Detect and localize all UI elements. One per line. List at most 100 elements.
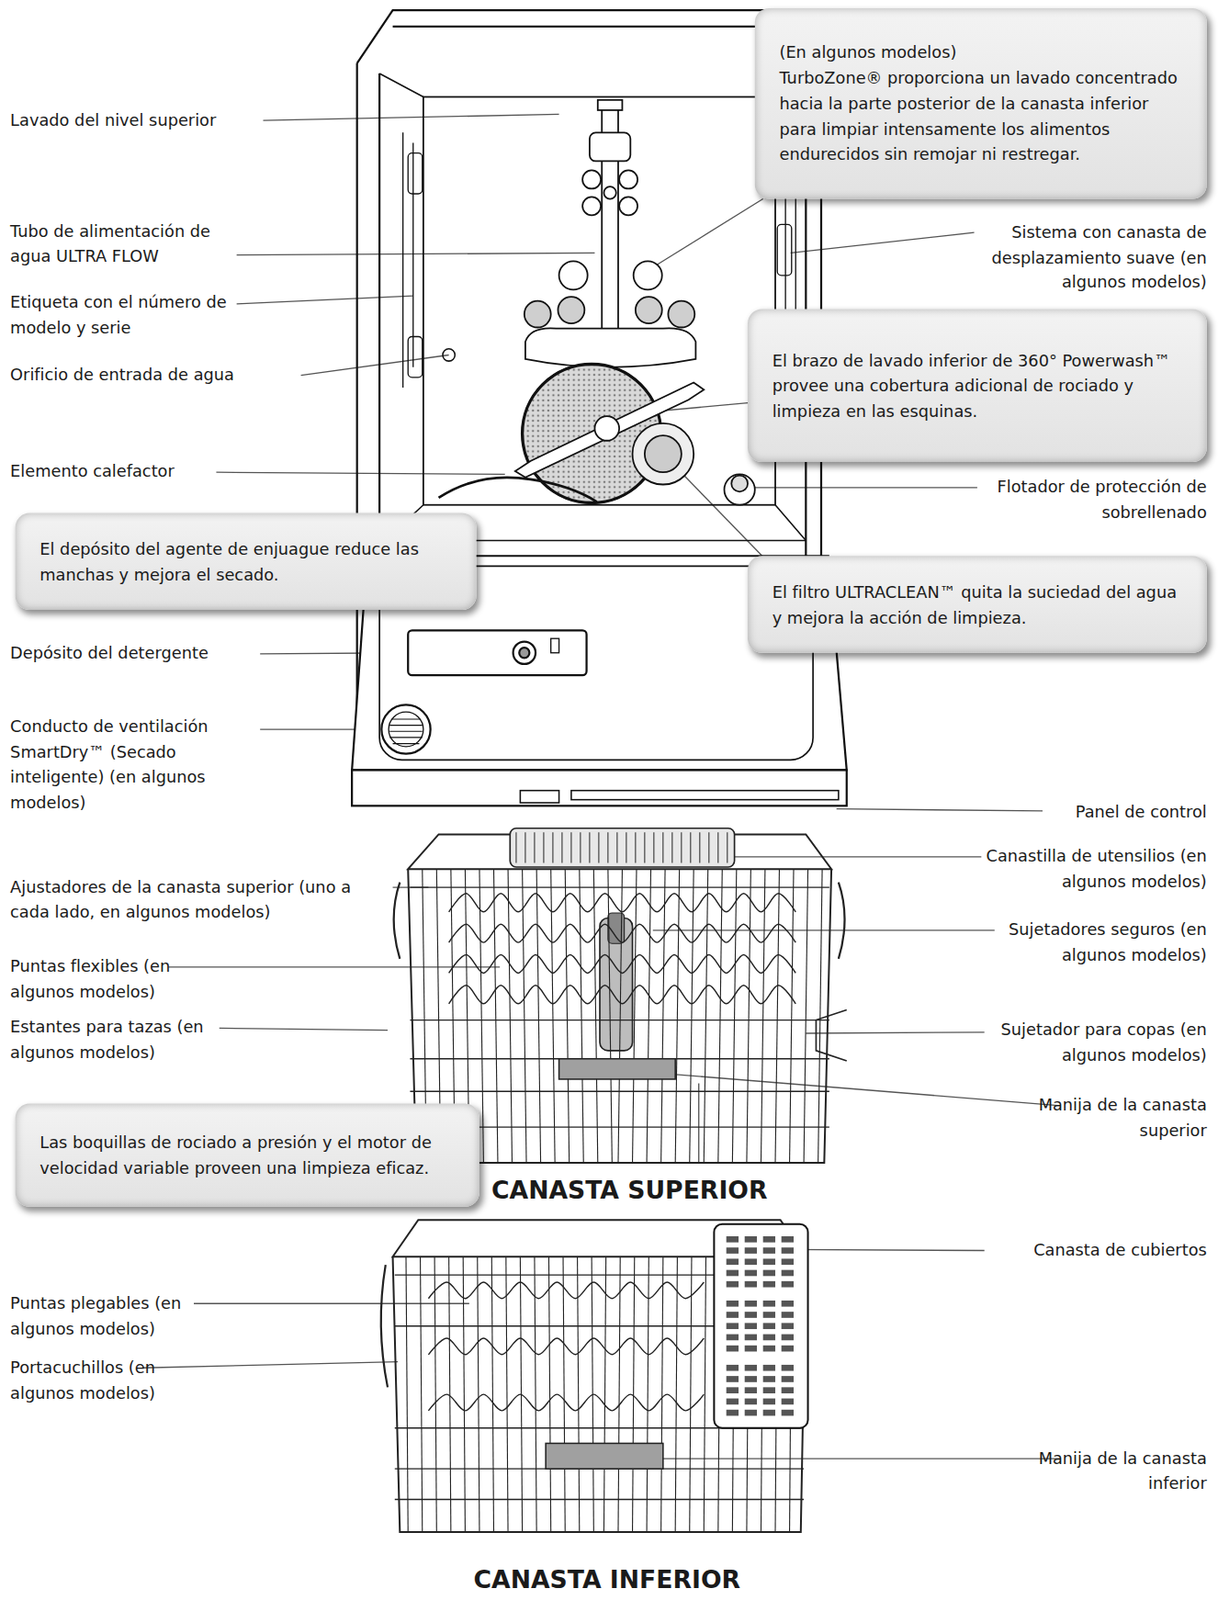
rack-wire	[675, 1256, 677, 1533]
part-label: Conducto de ventilación SmartDry™ (Secad…	[10, 714, 256, 815]
dishwasher-tub-part	[403, 132, 797, 388]
spray-system-part	[619, 196, 638, 215]
cutlery-basket	[713, 1224, 808, 1429]
part-label: Estantes para tazas (en algunos modelos)	[10, 1015, 225, 1065]
cutlery-slot	[744, 1247, 757, 1254]
rack-wire	[732, 868, 736, 1163]
cutlery-slot	[744, 1364, 757, 1372]
part-label: Sujetador para copas (en algunos modelos…	[986, 1017, 1207, 1068]
utensil-basket-slot	[708, 832, 710, 863]
part-label: Sistema con canasta de desplazamiento su…	[974, 220, 1207, 296]
spray-system-part	[635, 296, 663, 324]
part-label: Puntas flexibles (en algunos modelos)	[10, 954, 220, 1004]
spray-system-part	[632, 423, 695, 485]
rack-wire	[760, 868, 765, 1163]
cutlery-slot	[726, 1247, 739, 1254]
cutlery-slot	[763, 1334, 776, 1342]
utensil-basket-slot	[533, 832, 535, 863]
cutlery-slot	[744, 1334, 757, 1342]
flexible-tine	[449, 893, 797, 913]
spray-system-part	[439, 477, 598, 503]
leader-lines-part	[215, 472, 505, 474]
part-label: Panel de control	[1003, 800, 1207, 825]
rack-caption: CANASTA SUPERIOR	[445, 1174, 813, 1206]
cutlery-slot	[781, 1300, 794, 1308]
dishwasher-door-part	[389, 719, 423, 745]
leader-lines-part	[193, 1303, 470, 1305]
callout-text: El filtro ULTRACLEAN™ quita la suciedad …	[772, 578, 1183, 631]
dishwasher-door-part	[519, 790, 559, 803]
rack-wire	[646, 868, 651, 1163]
utensil-basket-slot	[542, 832, 544, 863]
dishwasher-tub-part	[379, 43, 806, 547]
utensil-basket-slot	[653, 832, 655, 863]
cutlery-slot	[781, 1311, 794, 1319]
leader-lines-part	[301, 354, 450, 375]
cutlery-slot	[726, 1236, 739, 1243]
callout-text: Las boquillas de rociado a presión y el …	[39, 1129, 455, 1182]
spray-system-part	[525, 327, 696, 367]
dishwasher-tub-part	[356, 63, 359, 715]
rack-wire	[675, 868, 679, 1163]
utensil-basket-slot	[616, 832, 618, 863]
leader-lines-part	[836, 809, 1043, 812]
cutlery-slot	[744, 1236, 757, 1243]
rack-wire	[593, 868, 598, 1163]
leader-lines-part	[142, 1362, 398, 1369]
cutlery-slot	[763, 1300, 776, 1308]
rack-wire	[789, 868, 794, 1163]
callout-text: El depósito del agente de enjuague reduc…	[39, 536, 452, 588]
leader-lines-part	[168, 966, 500, 968]
spray-system-part	[619, 169, 638, 189]
cutlery-slot	[744, 1270, 757, 1277]
cutlery-slot	[726, 1281, 739, 1288]
cutlery-slot	[763, 1345, 776, 1353]
part-label: Puntas plegables (en algunos modelos)	[10, 1291, 220, 1342]
cutlery-slot	[744, 1258, 757, 1265]
rack-wire	[579, 868, 584, 1163]
cutlery-slot	[781, 1345, 794, 1353]
dishwasher-tub-part	[407, 336, 423, 377]
rack-wire	[434, 1256, 437, 1533]
cutlery-slot	[763, 1375, 776, 1383]
rack-wire	[420, 1256, 423, 1533]
cutlery-slot	[781, 1334, 794, 1342]
cutlery-slot	[763, 1398, 776, 1406]
flexible-tine	[449, 985, 797, 1004]
spray-system-part	[594, 416, 620, 441]
cutlery-slot	[726, 1364, 739, 1372]
dishwasher-door-part	[513, 642, 536, 665]
cutlery-slot	[781, 1322, 794, 1330]
utensil-basket-slot	[699, 832, 700, 863]
spray-system-part	[597, 100, 623, 111]
folding-tine	[428, 1282, 704, 1299]
leader-lines-part	[236, 295, 414, 305]
spray-system-part	[582, 169, 601, 189]
part-label: Lavado del nivel superior	[10, 108, 276, 134]
dishwasher-door-part	[381, 704, 430, 754]
cutlery-slot	[726, 1375, 739, 1383]
cutlery-slot	[781, 1247, 794, 1254]
cutlery-slot	[726, 1311, 739, 1319]
part-label: Ajustadores de la canasta superior (uno …	[10, 875, 386, 925]
spray-system-part	[723, 473, 755, 505]
cutlery-slot	[781, 1270, 794, 1277]
dishwasher-door-part	[571, 790, 839, 801]
part-label: Portacuchillos (en algunos modelos)	[10, 1355, 220, 1406]
spray-system-part	[582, 196, 601, 215]
part-label: Etiqueta con el número de modelo y serie	[10, 291, 241, 341]
rack-wire	[548, 1256, 551, 1533]
leader-lines-part	[780, 1249, 985, 1251]
rack-wire	[689, 868, 694, 1163]
cutlery-slot	[781, 1375, 794, 1383]
dishwasher-tub-part	[777, 224, 792, 276]
cutlery-slot	[744, 1322, 757, 1330]
cutlery-slot	[781, 1387, 794, 1394]
cutlery-slot	[763, 1236, 776, 1243]
spray-system-part	[667, 301, 695, 328]
cutlery-slot	[726, 1270, 739, 1277]
cutlery-slot	[744, 1311, 757, 1319]
leader-lines-part	[653, 199, 764, 268]
cutlery-slot	[763, 1322, 776, 1330]
